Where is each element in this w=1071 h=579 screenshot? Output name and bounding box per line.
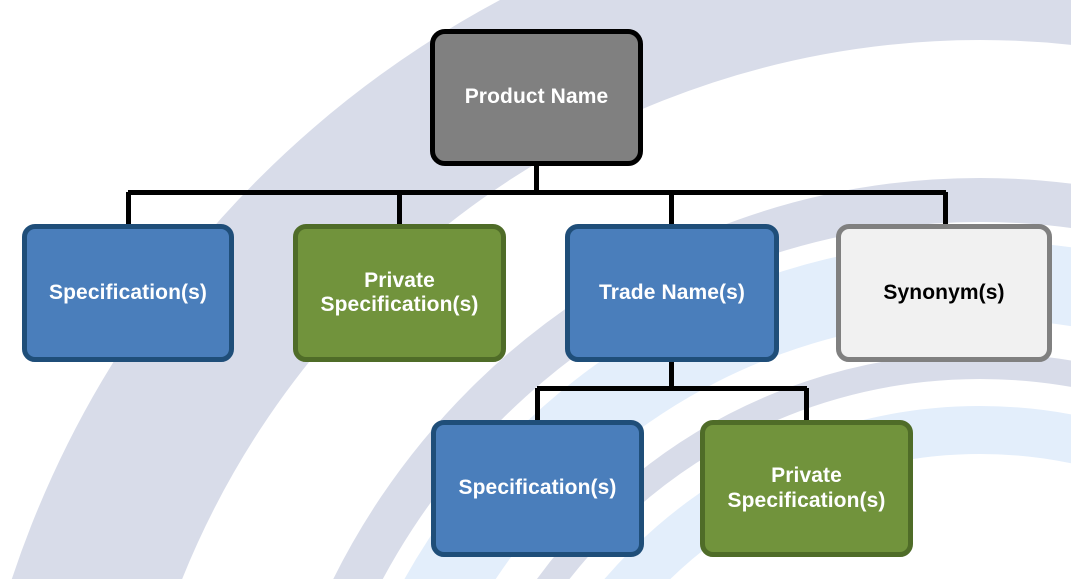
node-private-specification-top-label: Private Specification(s) xyxy=(320,268,479,316)
node-synonym[interactable]: Synonym(s) xyxy=(836,224,1052,362)
node-trade-name[interactable]: Trade Name(s) xyxy=(565,224,779,362)
node-private-specification-top[interactable]: Private Specification(s) xyxy=(293,224,506,362)
node-specification-sub-label: Specification(s) xyxy=(458,476,617,500)
node-trade-name-label: Trade Name(s) xyxy=(598,280,746,304)
node-product-name-label: Product Name xyxy=(464,85,609,109)
node-specification-sub[interactable]: Specification(s) xyxy=(431,420,644,557)
node-private-specification-sub[interactable]: Private Specification(s) xyxy=(700,420,913,557)
node-product-name[interactable]: Product Name xyxy=(430,29,643,166)
node-specification-top[interactable]: Specification(s) xyxy=(22,224,234,362)
node-private-specification-sub-label: Private Specification(s) xyxy=(727,464,886,512)
node-specification-top-label: Specification(s) xyxy=(49,280,207,304)
node-synonym-label: Synonym(s) xyxy=(883,280,1005,304)
